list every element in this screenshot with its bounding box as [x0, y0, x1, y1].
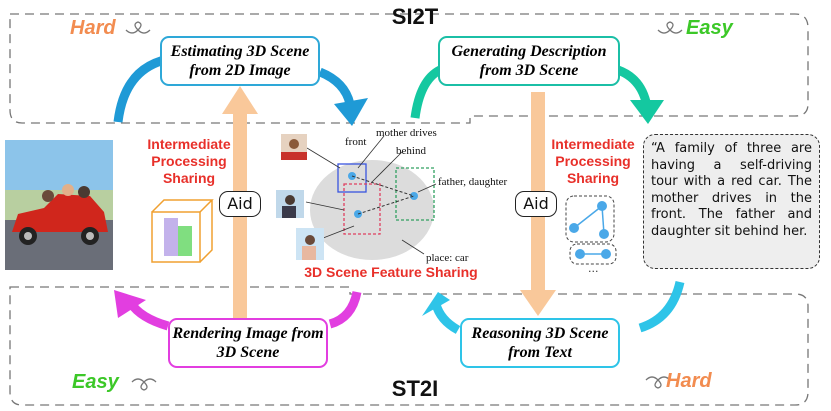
sharing-center: 3D Scene Feature Sharing	[304, 264, 478, 280]
step-estimate: Estimating 3D Scene from 2D Image	[160, 36, 320, 86]
panel-title-st2i: ST2I	[391, 376, 439, 401]
step-reason: Reasoning 3D Scene from Text	[460, 318, 620, 368]
thumbnail-front	[281, 134, 307, 160]
difficulty-bottom-left: Easy	[72, 371, 119, 393]
scene-label-mother-drives: mother drives	[376, 127, 437, 139]
description-text: “A family of three are having a self-dri…	[643, 134, 820, 269]
scene-label-behind: behind	[396, 145, 426, 157]
difficulty-bottom-right: Hard	[666, 370, 712, 392]
generate-arc-out	[616, 65, 651, 104]
swirl-icon-top-right	[657, 21, 683, 34]
scene-label-father-daughter: father, daughter	[438, 176, 508, 188]
swirl-icon-bottom-left	[131, 378, 157, 391]
thumbnail-father	[276, 190, 304, 218]
aid-right: Aid	[515, 191, 557, 217]
sharing-right: Intermediate Processing Sharing	[551, 136, 635, 186]
thumbnail-daughter	[296, 228, 324, 260]
render-arc	[328, 290, 362, 329]
render-arrowhead	[114, 290, 146, 318]
scene-graph-ellipsis: ...	[588, 262, 599, 275]
generate-arrowhead	[630, 100, 664, 124]
scene-label-place: place: car	[426, 252, 469, 264]
aid-left-head	[222, 86, 258, 114]
difficulty-top-right: Easy	[686, 17, 733, 39]
step-generate: Generating Description from 3D Scene	[438, 36, 620, 86]
step-render: Rendering Image from 3D Scene	[168, 318, 328, 368]
panel-title-si2t: SI2T	[391, 4, 439, 29]
generate-arc	[410, 65, 443, 119]
3d-box-icon	[151, 199, 214, 263]
scene-graph-icon	[565, 195, 617, 265]
estimate-arc-out	[318, 67, 355, 106]
swirl-icon-bottom-right	[645, 376, 671, 389]
difficulty-top-left: Hard	[70, 17, 116, 39]
3d-scene-graphic	[305, 135, 437, 260]
aid-left-shaft	[233, 112, 247, 322]
top-panel-border	[9, 13, 809, 124]
reason-arc-out	[431, 302, 461, 334]
sharing-left: Intermediate Processing Sharing	[147, 136, 231, 186]
bottom-panel-border	[9, 286, 809, 406]
reason-arrowhead	[422, 292, 450, 316]
aid-right-head	[520, 290, 556, 316]
scene-label-front: front	[345, 136, 367, 148]
reason-arc	[638, 280, 685, 333]
aid-left: Aid	[219, 191, 261, 217]
car-photo	[5, 140, 113, 270]
estimate-arrowhead	[334, 98, 368, 126]
swirl-icon-top-left	[125, 21, 151, 34]
